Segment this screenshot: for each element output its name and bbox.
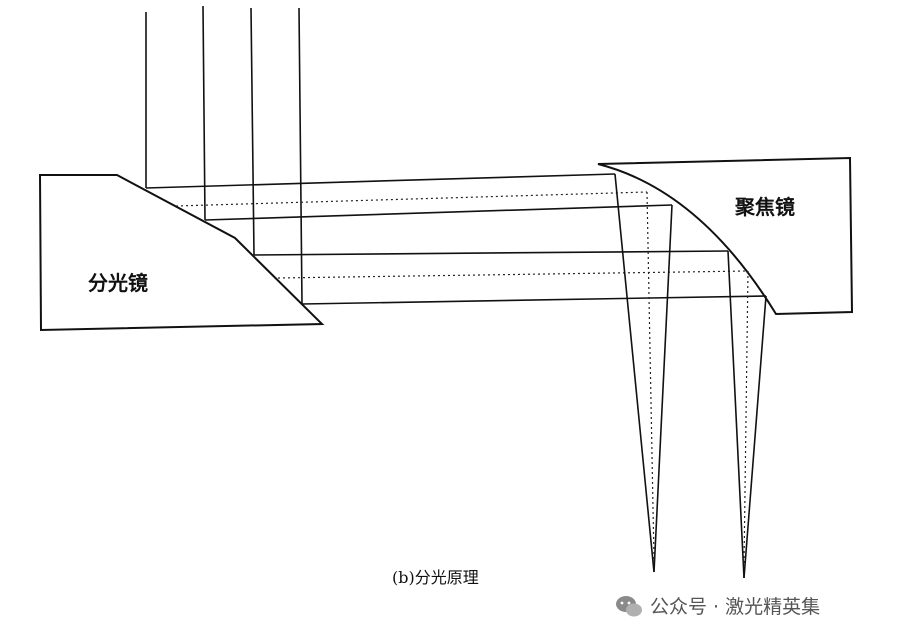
watermark: 公众号 · 激光精英集 — [616, 596, 820, 618]
figure-caption: (b)分光原理 — [392, 568, 479, 587]
reflected-beam-2 — [204, 204, 673, 221]
incoming-beam-3 — [250, 7, 255, 256]
beam-center-line-2 — [277, 270, 749, 279]
splitter-label: 分光镜 — [88, 271, 148, 295]
focus-cone-2-left — [727, 250, 745, 579]
focus-cone-1-right — [653, 204, 673, 573]
incoming-beam-2 — [202, 5, 206, 221]
reflected-beam-1 — [145, 173, 616, 189]
watermark-text: 公众号 · 激光精英集 — [650, 596, 820, 618]
wechat-icon — [616, 596, 642, 617]
focus-cone-1-left — [614, 173, 655, 573]
incoming-beams — [145, 5, 303, 305]
focused-beams — [614, 173, 767, 579]
reflected-beam-4 — [301, 295, 767, 305]
focus-cone-1-axis — [646, 191, 655, 561]
focusing-mirror — [597, 156, 854, 316]
focus-cone-2-axis — [743, 270, 749, 566]
focus-cone-2-right — [743, 295, 767, 579]
focusing-mirror-label: 聚焦镜 — [734, 195, 795, 219]
reflected-beam-3 — [253, 250, 729, 256]
reflected-beams — [145, 173, 767, 305]
beam-splitter-mirror — [38, 174, 325, 332]
beam-center-line-1 — [175, 191, 648, 207]
incoming-beam-4 — [298, 7, 303, 305]
